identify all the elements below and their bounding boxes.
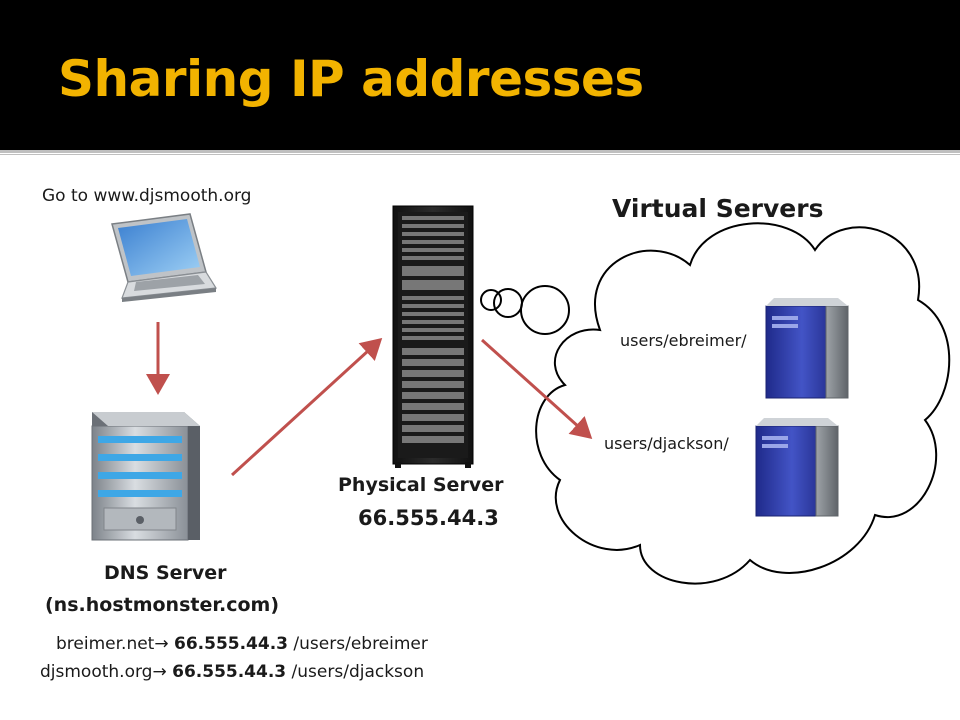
mapping-arrow-icon: → <box>154 634 169 654</box>
mapping-arrow-icon: → <box>152 662 167 682</box>
title-divider <box>0 150 960 153</box>
mapping-domain: breimer.net <box>56 634 155 654</box>
mapping-path: /users/ebreimer <box>293 634 428 654</box>
dns-mapping-row: breimer.net→ 66.555.44.3 /users/ebreimer <box>56 634 428 654</box>
dns-server-icon <box>91 412 200 541</box>
physical-server-name: Physical Server <box>338 474 504 496</box>
mapping-ip: 66.555.44.3 <box>172 662 287 682</box>
dns-to-physical-arrow <box>230 337 383 477</box>
mapping-ip: 66.555.44.3 <box>174 634 289 654</box>
virtual-servers-heading: Virtual Servers <box>612 194 824 223</box>
physical-to-virtual-arrow <box>480 338 593 440</box>
slide-title: Sharing IP addresses <box>58 50 644 108</box>
dns-mapping-row: djsmooth.org→ 66.555.44.3 /users/djackso… <box>40 662 424 682</box>
title-bar <box>0 0 960 150</box>
thought-bubbles <box>480 285 570 335</box>
client-caption: Go to www.djsmooth.org <box>42 186 252 206</box>
rack-units <box>402 216 464 443</box>
dns-server-host: (ns.hostmonster.com) <box>45 594 280 616</box>
virtual-server-icon <box>755 418 839 517</box>
laptop-icon <box>111 213 218 302</box>
title-divider-thin <box>0 154 960 155</box>
virtual-server-icon <box>765 298 849 399</box>
virtual-server-path-ebreimer: users/ebreimer/ <box>620 331 747 350</box>
physical-server-icon <box>392 205 474 468</box>
dns-server-name: DNS Server <box>104 562 227 584</box>
mapping-domain: djsmooth.org <box>40 662 153 682</box>
mapping-path: /users/djackson <box>291 662 425 682</box>
virtual-cloud <box>535 222 951 585</box>
virtual-server-path-djackson: users/djackson/ <box>604 434 729 453</box>
physical-server-ip: 66.555.44.3 <box>358 506 499 530</box>
